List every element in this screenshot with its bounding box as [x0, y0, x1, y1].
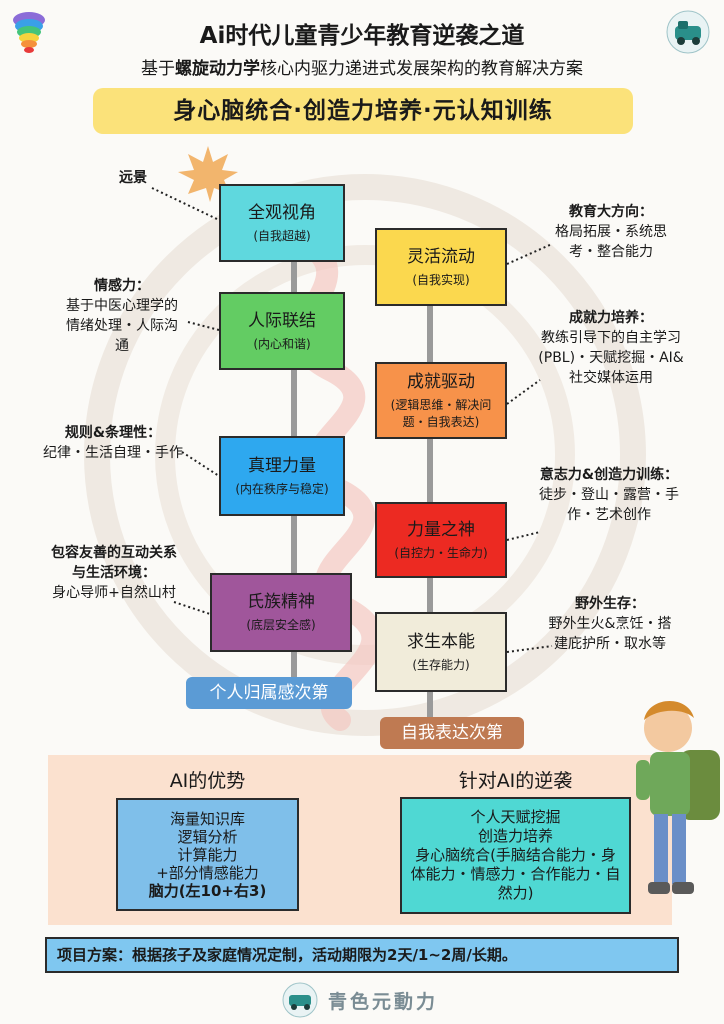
note-will: 意志力&创造力训练： 徒步・登山・露营・手作・艺术创作 — [539, 467, 679, 523]
level-box-clan-spirit: 氏族精神 (底层安全感) — [210, 573, 352, 652]
note-achievement: 成就力培养： 教练引导下的自主学习(PBL)・天赋挖掘・AI&社交媒体运用 — [538, 310, 684, 386]
level-box-interpersonal: 人际联结 (内心和谐) — [219, 292, 345, 370]
level-box-achievement: 成就驱动 (逻辑思维・解决问题・自我表达) — [375, 362, 507, 439]
note-vision: 远景 — [119, 170, 147, 186]
level-box-power-god: 力量之神 (自控力・生命力) — [375, 502, 507, 578]
belonging-sequence-tag: 个人归属感次第 — [186, 677, 352, 709]
level-box-truth-power: 真理力量 (内在秩序与稳定) — [219, 436, 345, 516]
note-inclusive: 包容友善的互动关系与生活环境： 身心导师+自然山村 — [51, 545, 177, 601]
page-title: Ai时代儿童青少年教育逆袭之道 — [199, 23, 525, 49]
ai-advantage-title: AI的优势 — [169, 770, 246, 792]
note-wild: 野外生存： 野外生火&烹饪・搭建庇护所・取水等 — [548, 596, 672, 652]
rainbow-cone-icon — [13, 12, 45, 53]
note-emotion: 情感力： 基于中医心理学的情绪处理・人际沟通 — [66, 278, 178, 354]
theme-banner: 身心脑统合·创造力培养·元认知训练 — [93, 88, 633, 134]
counter-ai-title: 针对AI的逆袭 — [458, 770, 573, 792]
brand-footer: 青色元動力 — [282, 982, 438, 1018]
level-box-survival: 求生本能 (生存能力) — [375, 612, 507, 692]
connector-lines — [151, 187, 553, 653]
expression-sequence-tag: 自我表达次第 — [380, 717, 524, 749]
brand-mark-icon — [282, 982, 318, 1018]
project-plan-bar: 项目方案：根据孩子及家庭情况定制，活动期限为2天/1~2周/长期。 — [45, 937, 679, 973]
brand-logo-icon — [666, 10, 710, 54]
page-subtitle: 基于螺旋动力学核心内驱力递进式发展架构的教育解决方案 — [141, 59, 583, 79]
level-box-flexible-flow: 灵活流动 (自我实现) — [375, 228, 507, 306]
ai-advantage-box: 海量知识库 逻辑分析 计算能力 +部分情感能力 脑力(左10+右3) — [116, 798, 299, 911]
brand-name: 青色元動力 — [328, 990, 439, 1013]
note-direction: 教育大方向： 格局拓展・系统思考・整合能力 — [555, 204, 667, 260]
note-rules: 规则&条理性： 纪律・生活自理・手作 — [43, 425, 183, 461]
level-box-holistic-view: 全观视角 (自我超越) — [219, 184, 345, 262]
hiker-boy-illustration — [636, 700, 720, 894]
counter-ai-box: 个人天赋挖掘 创造力培养 身心脑统合(手脑结合能力・身体能力・情感力・合作能力・… — [400, 797, 631, 914]
